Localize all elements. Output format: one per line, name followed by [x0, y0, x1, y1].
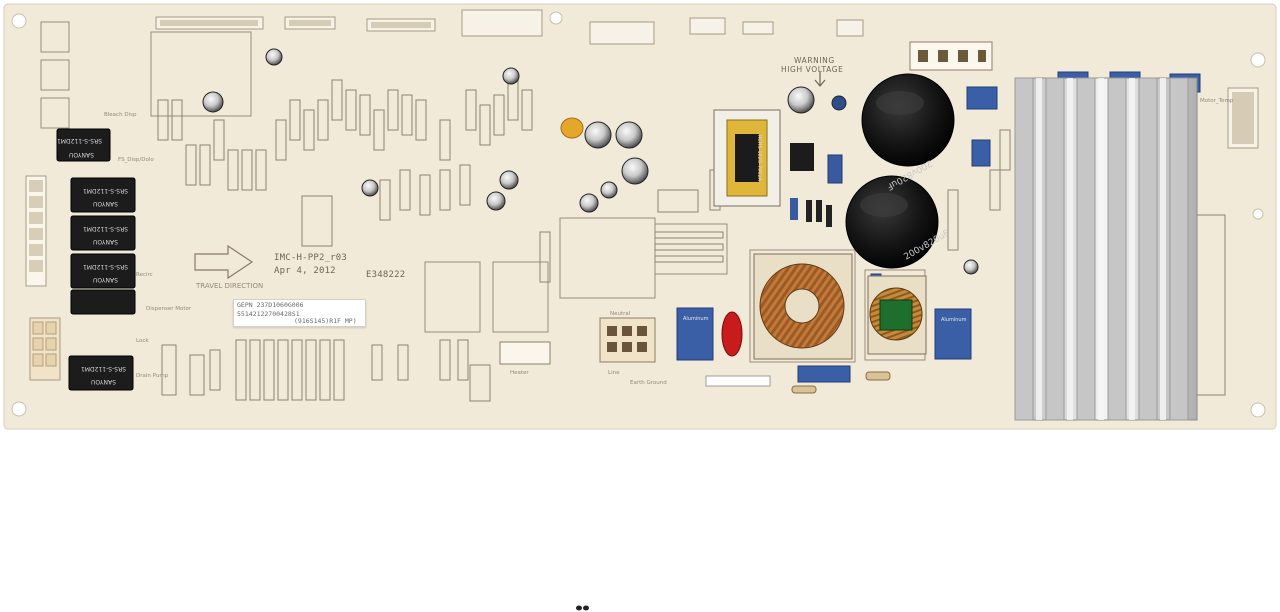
- svg-text:Aluminum: Aluminum: [941, 317, 967, 323]
- svg-text:SANYOU: SANYOU: [69, 151, 94, 158]
- svg-text:RCHS-1E20-7902A: RCHS-1E20-7902A: [756, 135, 762, 182]
- svg-text:SRS-S-112DM1: SRS-S-112DM1: [57, 137, 102, 144]
- svg-text:Aluminum: Aluminum: [683, 316, 709, 322]
- svg-text:SANYOU: SANYOU: [93, 276, 118, 283]
- label-neutral: Neutral: [610, 311, 631, 317]
- label-motor-temp: Motor_Temp: [1200, 98, 1234, 104]
- svg-text:SANYOU: SANYOU: [91, 378, 116, 385]
- svg-text:SANYOU: SANYOU: [93, 238, 118, 245]
- pcb-board-photo: SRS-S-112DM1 SRS-S-112DM1 SRS-S-112DM1 S…: [3, 3, 1277, 430]
- sticker-serial-line: 55142122700428S1: [237, 310, 300, 318]
- label-lock: Lock: [136, 338, 149, 344]
- travel-direction-label: TRAVEL DIRECTION: [196, 282, 264, 290]
- svg-text:SRS-S-112DM1: SRS-S-112DM1: [83, 187, 128, 194]
- svg-text:SRS-S-112DM1: SRS-S-112DM1: [83, 263, 128, 270]
- part-number-sticker: GEPN 237D1060G006 55142122700428S1 (916S…: [233, 299, 589, 611]
- label-recirc: Recirc: [136, 272, 153, 278]
- label-earth-ground: Earth Ground: [630, 380, 667, 386]
- label-fs-disp: FS_Disp/Dolo: [118, 157, 154, 163]
- svg-text:SANYOU: SANYOU: [93, 200, 118, 207]
- sticker-batch-line: (916S145)R1F MP): [294, 317, 357, 325]
- warning-label: WARNING: [794, 56, 835, 65]
- high-voltage-label: HIGH VOLTAGE: [781, 65, 844, 74]
- cert-number: E348222: [366, 270, 406, 280]
- ul-logo-icon: [576, 605, 589, 611]
- svg-text:SRS-S-112DM1: SRS-S-112DM1: [81, 365, 126, 372]
- label-dispenser-motor: Dispenser Motor: [146, 306, 192, 312]
- label-heater: Heater: [510, 370, 529, 376]
- sticker-part-line: GEPN 237D1060G006: [237, 301, 304, 309]
- label-drain-pump: Drain Pump: [136, 373, 169, 379]
- board-model-line: IMC-H-PP2_r03: [274, 253, 348, 263]
- board-date-line: Apr 4, 2012: [274, 266, 336, 276]
- label-line: Line: [608, 370, 620, 376]
- svg-text:SRS-S-112DM1: SRS-S-112DM1: [83, 225, 128, 232]
- label-bleach: Bleach Disp: [104, 112, 137, 118]
